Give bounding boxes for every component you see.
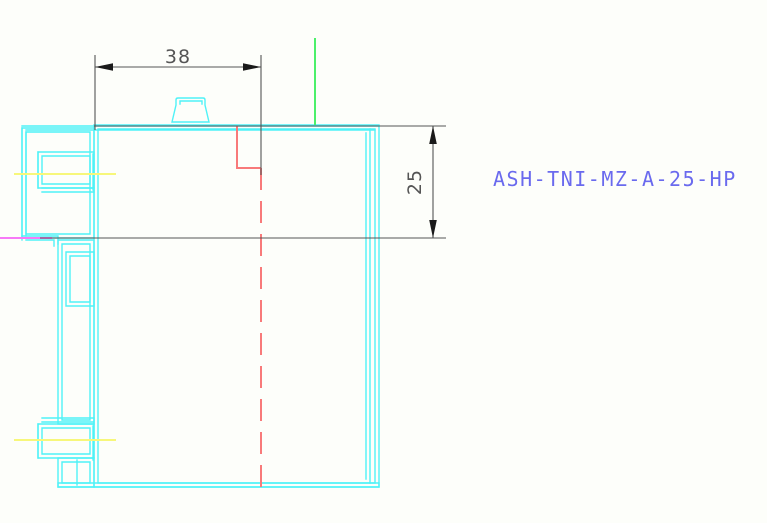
arrowhead-38-right <box>243 63 261 71</box>
bottom-base <box>57 482 380 488</box>
centerline-layer <box>236 126 262 487</box>
arrowhead-38-left <box>95 63 113 71</box>
red-step-feature <box>236 126 261 169</box>
main-body-outer <box>93 124 380 488</box>
dimension-layer <box>40 55 446 239</box>
body-outline-layer <box>21 97 380 488</box>
arrowhead-25-bottom <box>429 220 437 238</box>
left-flange-outer <box>21 127 95 239</box>
upper-boss-outer <box>37 151 95 189</box>
lower-stem-inner <box>61 461 91 484</box>
dimension-arrowheads <box>95 63 437 238</box>
arrowhead-25-top <box>429 126 437 144</box>
top-tab-inner <box>179 100 203 105</box>
dimension-value-38: 38 <box>165 46 191 68</box>
flange-to-column-step <box>21 235 59 245</box>
mid-upper-pocket-inner <box>69 255 91 303</box>
mid-column-inner <box>61 243 91 421</box>
part-number-label: ASH-TNI-MZ-A-25-HP <box>493 167 737 191</box>
flange-to-column-step-2 <box>25 239 55 247</box>
mid-upper-pocket <box>65 251 95 307</box>
main-body-inner <box>97 128 376 484</box>
construction-yellow-layer <box>14 173 116 441</box>
mid-column-outer <box>57 239 95 425</box>
lower-boss-step <box>41 417 95 423</box>
upper-boss-step <box>41 187 95 193</box>
upper-boss-inner <box>41 155 91 185</box>
dimension-value-25: 25 <box>404 169 426 195</box>
top-tab-outer <box>171 97 210 123</box>
lower-boss-inner <box>41 427 91 455</box>
left-flange-inner <box>25 131 91 235</box>
